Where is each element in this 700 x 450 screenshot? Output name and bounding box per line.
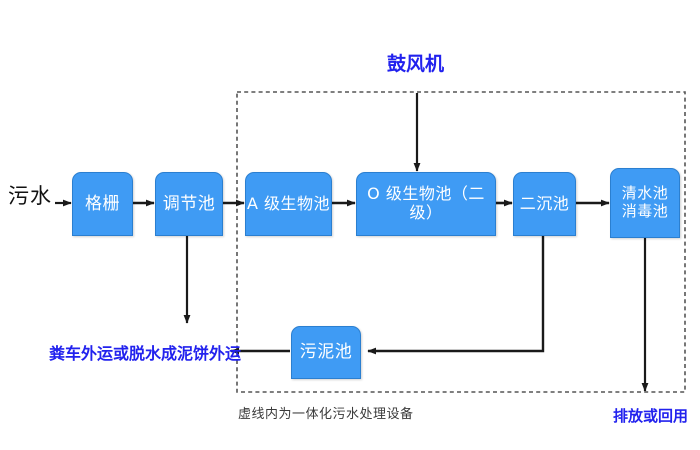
node-secondary-clarifier[interactable]: 二沉池 — [513, 172, 576, 236]
node-regulating-tank[interactable]: 调节池 — [155, 172, 223, 236]
node-o-stage-bioreactor-label: O 级生物池（二级） — [367, 184, 485, 222]
node-grille[interactable]: 格栅 — [72, 172, 133, 236]
label-discharge-or-reuse: 排放或回用 — [613, 407, 689, 425]
label-blower: 鼓风机 — [387, 53, 445, 75]
node-clearwater-disinfection-tank[interactable]: 清水池 消毒池 — [610, 168, 680, 238]
arrow-secondary-to-sludge — [367, 236, 545, 355]
node-a-stage-bioreactor-label: A 级生物池 — [246, 193, 331, 213]
node-sludge-tank-label: 污泥池 — [299, 342, 353, 363]
node-clearwater-disinfection-tank-label: 清水池 消毒池 — [621, 184, 669, 220]
node-secondary-clarifier-label: 二沉池 — [519, 193, 570, 213]
label-influent: 污水 — [8, 184, 52, 208]
node-grille-label: 格栅 — [85, 193, 120, 214]
label-sludge-haul: 粪车外运或脱水成泥饼外运 — [49, 344, 242, 363]
integrated-equipment-boundary — [236, 91, 686, 393]
label-enclosure-caption: 虚线内为一体化污水处理设备 — [238, 407, 414, 422]
node-regulating-tank-label: 调节池 — [162, 193, 216, 214]
node-sludge-tank[interactable]: 污泥池 — [291, 326, 361, 379]
node-o-stage-bioreactor[interactable]: O 级生物池（二级） — [356, 172, 496, 236]
node-a-stage-bioreactor[interactable]: A 级生物池 — [245, 172, 332, 236]
